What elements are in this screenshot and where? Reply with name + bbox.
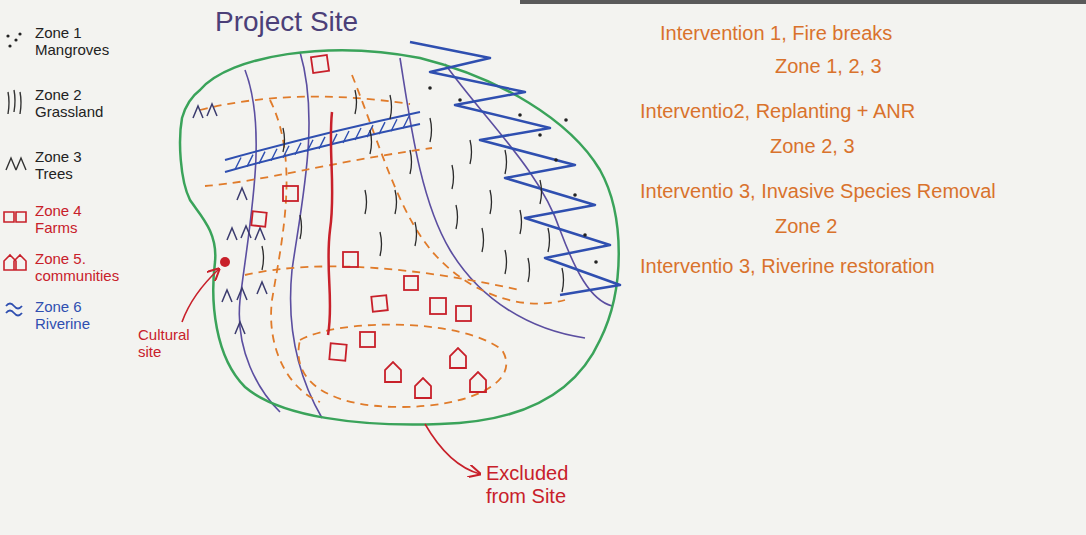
callout-label: Cultural site [138,326,200,361]
zone-note: Zone 2 [775,215,837,238]
site-outline [180,50,619,424]
legend-text: Zone 1 Mangroves [35,24,119,59]
callout-label: Excluded from Site [486,462,606,508]
leader-arrow [425,424,480,474]
intervention-note: Interventio 3, Invasive Species Removal [640,180,996,203]
cultural-site-dot [220,257,230,267]
grassland-strokes [262,90,564,292]
legend-text: Zone 2 Grassland [35,86,119,121]
farm-squares [251,55,471,361]
leader-arrow [182,269,219,322]
legend-entry: Zone 1 Mangroves [35,24,119,59]
tree-marks [193,104,267,334]
legend-entry: Zone 4 Farms [35,202,119,237]
intervention-note: Interventio2, Replanting + ANR [640,100,915,123]
legend-text: Zone 3 Trees [35,148,119,183]
zone-note: Zone 2, 3 [770,135,855,158]
fire-breaks [200,75,565,407]
legend-entry: Zone 5. communities [35,250,119,285]
zone-boundaries [239,52,612,418]
intervention-note: Intervention 1, Fire breaks [660,22,892,45]
diagram-title: Project Site [215,6,358,38]
intervention-note: Interventio 3, Riverine restoration [640,255,935,278]
legend-text: Zone 4 Farms [35,202,119,237]
legend-entry: Zone 3 Trees [35,148,119,183]
legend-entry: Zone 2 Grassland [35,86,119,121]
coast-waves [410,42,620,295]
community-houses [385,348,486,398]
river-band [225,112,420,172]
legend-text: Zone 5. communities [35,250,119,285]
mangrove-dots [428,86,598,264]
board-edge [520,0,1086,4]
legend-samples [4,32,26,315]
legend-entry: Zone 6 Riverine [35,298,119,333]
legend-text: Zone 6 Riverine [35,298,119,333]
zone-note: Zone 1, 2, 3 [775,55,882,78]
stream [328,112,332,335]
